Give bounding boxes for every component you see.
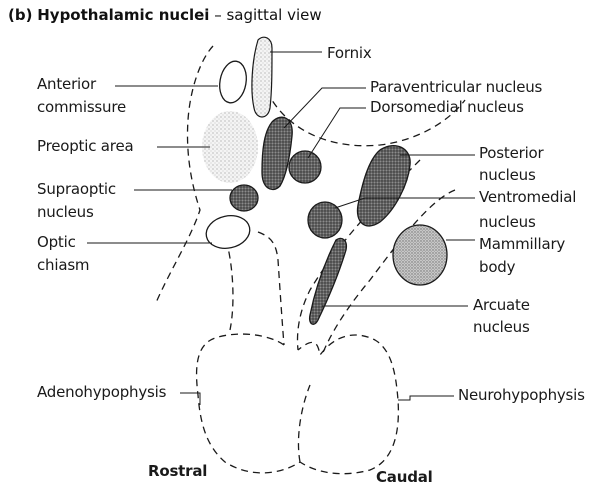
label-posterior-2: nucleus bbox=[479, 166, 536, 184]
paraventricular-nucleus bbox=[262, 117, 292, 189]
label-arcuate-1: Arcuate bbox=[473, 296, 530, 314]
title-prefix: (b) bbox=[8, 6, 32, 24]
label-fornix: Fornix bbox=[327, 44, 372, 62]
title-dash: – bbox=[209, 6, 226, 24]
label-ventromedial-2: nucleus bbox=[479, 213, 536, 231]
label-mammillary-2: body bbox=[479, 258, 515, 276]
leader-adenohypophysis bbox=[180, 393, 200, 405]
label-anterior-commissure-2: commissure bbox=[37, 98, 126, 116]
infundibulum-left bbox=[226, 240, 233, 330]
hypothalamus-outline-left bbox=[155, 46, 213, 305]
label-rostral: Rostral bbox=[148, 462, 207, 480]
supraoptic-nucleus bbox=[230, 185, 258, 211]
label-posterior-1: Posterior bbox=[479, 144, 544, 162]
label-optic-2: chiasm bbox=[37, 256, 89, 274]
preoptic-area bbox=[202, 111, 258, 183]
label-anterior-commissure-1: Anterior bbox=[37, 75, 96, 93]
leader-neurohypophysis bbox=[398, 396, 454, 400]
label-neurohypophysis: Neurohypophysis bbox=[458, 386, 585, 404]
dorsomedial-nucleus bbox=[289, 151, 321, 183]
pituitary-divider bbox=[298, 385, 310, 462]
infundibulum-stalk-left bbox=[258, 232, 284, 345]
label-optic-1: Optic bbox=[37, 233, 76, 251]
title-main: Hypothalamic nuclei bbox=[37, 6, 209, 24]
pituitary-outline bbox=[197, 334, 399, 474]
mammillary-body bbox=[393, 225, 447, 285]
label-preoptic-area: Preoptic area bbox=[37, 137, 133, 155]
label-adenohypophysis: Adenohypophysis bbox=[37, 383, 166, 401]
fornix bbox=[252, 37, 272, 117]
leader-dorsomedial bbox=[308, 108, 366, 158]
leader-ventromedial bbox=[335, 198, 475, 208]
optic-chiasm bbox=[203, 212, 253, 252]
label-supraoptic-2: nucleus bbox=[37, 203, 94, 221]
label-ventromedial-1: Ventromedial bbox=[479, 188, 576, 206]
posterior-nucleus bbox=[357, 146, 410, 226]
label-mammillary-1: Mammillary bbox=[479, 235, 565, 253]
label-supraoptic-1: Supraoptic bbox=[37, 180, 116, 198]
label-caudal: Caudal bbox=[376, 468, 433, 486]
diagram-title: (b) Hypothalamic nuclei – sagittal view bbox=[8, 6, 322, 24]
label-dorsomedial: Dorsomedial nucleus bbox=[370, 98, 524, 116]
title-sub: sagittal view bbox=[226, 6, 321, 24]
anterior-commissure bbox=[217, 59, 250, 105]
label-paraventricular: Paraventricular nucleus bbox=[370, 78, 542, 96]
label-arcuate-2: nucleus bbox=[473, 318, 530, 336]
